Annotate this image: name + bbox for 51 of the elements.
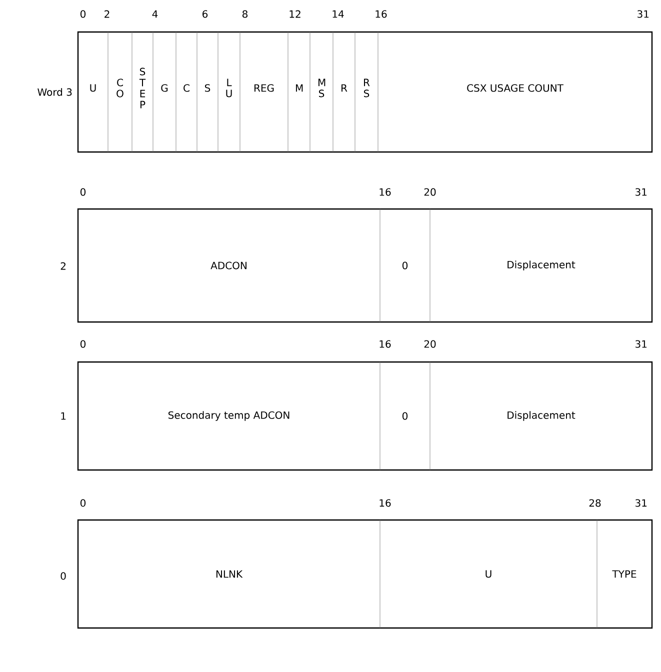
row-label: Word 3 <box>38 88 72 96</box>
field-cell: 0 <box>402 262 408 270</box>
field-cell: 0 <box>402 412 408 420</box>
bit-number: 0 <box>80 340 86 348</box>
field-cell: S <box>204 84 210 92</box>
field-cell: REG <box>254 84 274 92</box>
field-cell: M S <box>318 78 326 98</box>
bit-number: 14 <box>332 10 344 18</box>
field-cell: Displacement <box>508 411 576 421</box>
bit-number: 4 <box>152 10 158 18</box>
bit-number: 16 <box>380 499 391 507</box>
bit-number: 6 <box>202 10 208 18</box>
field-cell: C <box>184 84 190 92</box>
bit-number: 31 <box>636 188 647 196</box>
field-cell: ADCON <box>210 262 246 270</box>
bit-number: 8 <box>242 10 248 18</box>
field-cell: C O <box>116 78 124 98</box>
bit-number: 31 <box>638 10 649 18</box>
bit-number: 2 <box>104 10 110 18</box>
register-box <box>77 519 653 629</box>
field-cell: L U <box>226 78 232 98</box>
bit-number: 0 <box>80 499 86 507</box>
row-label: 2 <box>60 262 66 270</box>
bit-number: 31 <box>636 340 647 348</box>
row-label: 0 <box>60 572 66 580</box>
field-cell: CSX USAGE COUNT <box>467 84 564 92</box>
bit-number: 16 <box>380 340 391 348</box>
row-label: 1 <box>61 412 66 420</box>
field-cell: S T E P <box>139 68 146 108</box>
bit-number: 16 <box>376 10 387 18</box>
field-cell: R <box>342 84 348 92</box>
field-cell: U <box>486 570 492 578</box>
register-box <box>77 31 653 153</box>
field-cell: R S <box>364 78 370 98</box>
bit-number: 28 <box>589 499 601 507</box>
bit-number: 20 <box>424 340 436 348</box>
bit-number: 12 <box>290 10 300 18</box>
field-cell: M <box>296 84 303 92</box>
bit-number: 20 <box>424 188 436 196</box>
bit-number: 16 <box>380 188 391 196</box>
bit-number: 0 <box>80 188 86 196</box>
bit-number: 0 <box>80 10 86 18</box>
register-box <box>77 208 653 323</box>
field-cell: G <box>161 84 168 92</box>
field-cell: Displacement <box>508 260 576 270</box>
bit-number: 31 <box>636 499 647 507</box>
register-box <box>77 361 653 471</box>
field-cell: Secondary temp ADCON <box>168 411 290 421</box>
field-cell: U <box>90 84 96 92</box>
field-cell: NLNK <box>216 570 243 578</box>
field-cell: TYPE <box>612 570 636 578</box>
